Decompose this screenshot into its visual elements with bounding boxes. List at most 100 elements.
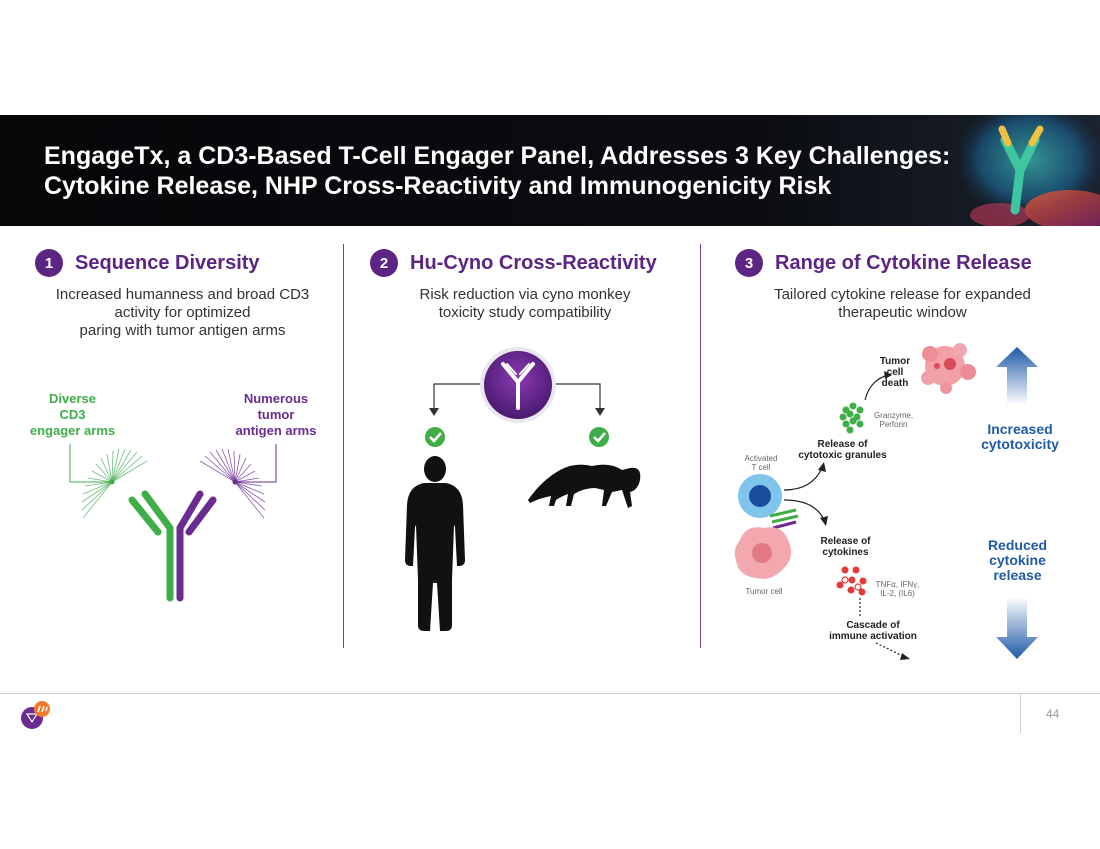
column-divider bbox=[700, 244, 701, 648]
section-1-description: Increased humanness and broad CD3 activi… bbox=[20, 286, 345, 340]
section-2-header: 2 Hu-Cyno Cross-Reactivity bbox=[370, 249, 657, 277]
desc-line: Tailored cytokine release for expanded bbox=[774, 286, 1031, 303]
arrow-head-icon bbox=[429, 408, 439, 416]
cytokine-list-label: TNFα, IFNγ, IL-2, (IL6) bbox=[870, 580, 925, 598]
release-cytokines-label: Release of cytokines bbox=[808, 536, 883, 558]
section-title: Hu-Cyno Cross-Reactivity bbox=[410, 251, 657, 274]
label-line: tumor bbox=[257, 407, 295, 422]
desc-line: Risk reduction via cyno monkey bbox=[419, 286, 631, 303]
label-line: release bbox=[993, 567, 1042, 583]
antibody-art-icon bbox=[960, 115, 1100, 226]
column-divider bbox=[343, 244, 344, 648]
label-line: Release of bbox=[817, 439, 868, 450]
label-line: cytokine bbox=[989, 552, 1046, 568]
tumor-cell-icon bbox=[734, 527, 792, 579]
section-3-description: Tailored cytokine release for expanded t… bbox=[720, 286, 1085, 322]
desc-line: activity for optimized bbox=[114, 304, 251, 321]
tumor-fan-icon bbox=[199, 448, 266, 519]
connector-line bbox=[69, 444, 112, 483]
reduced-cytokine-label: Reduced cytokine release bbox=[970, 538, 1065, 583]
arrow-head-icon bbox=[900, 653, 910, 660]
label-line: IL-2, (IL6) bbox=[880, 589, 915, 598]
connector-dot bbox=[232, 479, 238, 485]
label-line: CD3 bbox=[59, 407, 86, 422]
connector-line bbox=[433, 383, 483, 412]
label-line: cytotoxic granules bbox=[798, 450, 887, 461]
section-2-description: Risk reduction via cyno monkey toxicity … bbox=[360, 286, 690, 322]
arrow-head-icon bbox=[820, 516, 828, 526]
increase-arrow-icon bbox=[996, 347, 1038, 405]
desc-line: toxicity study compatibility bbox=[438, 304, 612, 321]
label-line: TNFα, IFNγ, bbox=[875, 580, 920, 589]
cytokine-ring-icon bbox=[841, 576, 862, 591]
label-line: Granzyme, bbox=[873, 411, 914, 420]
cd3-fan-icon bbox=[81, 448, 148, 519]
section-title: Sequence Diversity bbox=[75, 251, 260, 274]
connector-line bbox=[235, 444, 277, 483]
cytokine-icon bbox=[836, 566, 867, 596]
label-line: immune activation bbox=[829, 631, 917, 642]
label-line: Cascade of bbox=[846, 620, 900, 631]
footer-divider bbox=[0, 693, 1100, 694]
cd3-arms-label: Diverse CD3 engager arms bbox=[20, 391, 125, 439]
arrow-head-icon bbox=[818, 462, 826, 472]
section-number: 3 bbox=[735, 249, 763, 277]
human-icon bbox=[405, 456, 465, 631]
section-1-header: 1 Sequence Diversity bbox=[35, 249, 260, 277]
section-3-header: 3 Range of Cytokine Release bbox=[735, 249, 1032, 277]
cascade-label: Cascade of immune activation bbox=[818, 620, 928, 642]
label-line: Tumor bbox=[879, 356, 911, 367]
check-icon bbox=[589, 427, 609, 447]
t-cell-icon bbox=[738, 474, 782, 518]
increased-cytotoxicity-label: Increased cytotoxicity bbox=[970, 422, 1070, 452]
check-icon bbox=[425, 427, 445, 447]
tumor-death-icon bbox=[921, 343, 976, 394]
monkey-icon bbox=[528, 464, 641, 508]
company-logo-icon bbox=[21, 701, 50, 729]
section-number: 1 bbox=[35, 249, 63, 277]
receptor-icon bbox=[769, 508, 799, 524]
label-line: Perforin bbox=[879, 420, 908, 429]
label-line: cytotoxicity bbox=[981, 436, 1059, 452]
decrease-arrow-icon bbox=[996, 597, 1038, 659]
desc-line: paring with tumor antigen arms bbox=[79, 322, 286, 339]
label-line: Reduced bbox=[987, 537, 1048, 553]
tumor-cell-label: Tumor cell bbox=[745, 587, 783, 596]
label-line: antigen arms bbox=[235, 423, 317, 438]
label-line: Release of bbox=[820, 536, 871, 547]
section-number: 2 bbox=[370, 249, 398, 277]
label-line: cell bbox=[886, 367, 904, 378]
label-line: Activated bbox=[744, 454, 778, 463]
label-line: cytokines bbox=[822, 547, 869, 558]
tumor-arms-label: Numerous tumor antigen arms bbox=[216, 391, 336, 439]
connector-line bbox=[783, 467, 823, 491]
section-title: Range of Cytokine Release bbox=[775, 251, 1032, 274]
granzyme-icon bbox=[839, 402, 864, 434]
tumor-cell-death-label: Tumor cell death bbox=[870, 356, 920, 389]
arrow-head-icon bbox=[884, 371, 892, 379]
antibody-y-icon bbox=[128, 490, 217, 602]
slide-title: EngageTx, a CD3-Based T-Cell Engager Pan… bbox=[44, 141, 1004, 201]
footer-divider bbox=[1020, 693, 1021, 733]
desc-line: Increased humanness and broad CD3 bbox=[55, 286, 310, 303]
granzyme-label: Granzyme, Perforin bbox=[866, 411, 921, 429]
connector-dot bbox=[109, 479, 115, 485]
label-line: Diverse bbox=[49, 391, 96, 406]
activated-t-cell-label: Activated T cell bbox=[736, 454, 786, 472]
connector-line bbox=[553, 383, 601, 412]
label-line: T cell bbox=[751, 463, 771, 472]
connector-line bbox=[783, 499, 825, 521]
arrow-head-icon bbox=[595, 408, 605, 416]
receptor-icon bbox=[772, 520, 797, 530]
connector-line bbox=[875, 642, 906, 658]
title-banner bbox=[0, 115, 1100, 226]
label-line: Increased bbox=[987, 421, 1053, 437]
desc-line: therapeutic window bbox=[838, 304, 967, 321]
label-line: Numerous bbox=[243, 391, 309, 406]
title-line-2: Cytokine Release, NHP Cross-Reactivity a… bbox=[44, 172, 832, 200]
title-line-1: EngageTx, a CD3-Based T-Cell Engager Pan… bbox=[44, 142, 951, 170]
release-granules-label: Release of cytotoxic granules bbox=[790, 439, 895, 461]
antibody-badge-icon bbox=[480, 347, 556, 423]
